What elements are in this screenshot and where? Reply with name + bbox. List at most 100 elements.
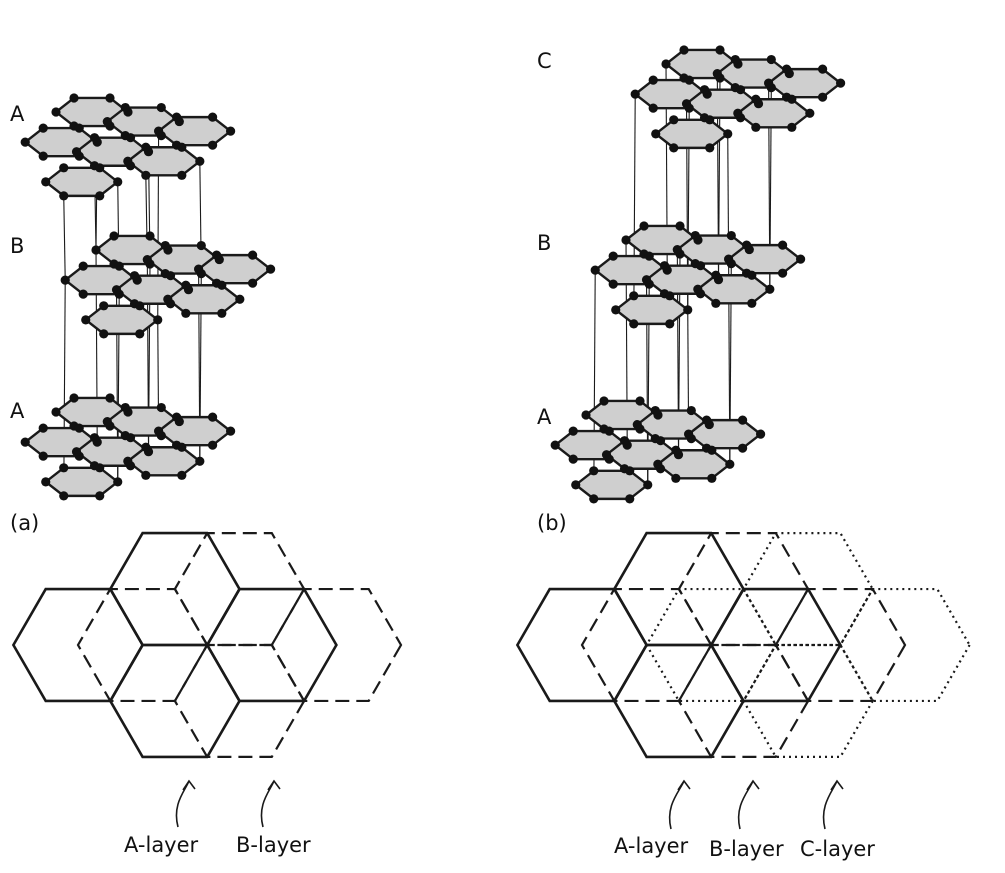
carbon-atom — [619, 436, 630, 446]
stack-b-top-layer-label: C — [537, 49, 552, 73]
carbon-atom — [154, 126, 164, 136]
legend-b-a-layer: A-layer — [614, 834, 689, 858]
carbon-atom — [751, 122, 761, 132]
carbon-atom — [675, 221, 685, 231]
carbon-atom — [672, 244, 682, 255]
carbon-atom — [818, 64, 828, 74]
sheet-2 — [20, 393, 236, 501]
carbon-atom — [177, 442, 187, 452]
carbon-atom — [208, 412, 218, 422]
stack-a-top-layer-label: A — [10, 102, 25, 126]
carbon-atom — [113, 177, 123, 187]
carbon-atom — [177, 170, 187, 180]
carbon-atom — [51, 107, 61, 117]
carbon-atom — [702, 415, 712, 425]
carbon-atom — [686, 405, 696, 416]
carbon-atom — [95, 491, 105, 501]
carbon-atom — [608, 251, 618, 261]
hexagon-ring — [726, 243, 803, 275]
carbon-atom — [659, 261, 670, 271]
carbon-atom — [644, 251, 654, 261]
carbon-atom — [38, 123, 48, 133]
carbon-atom — [639, 221, 649, 231]
carbon-atom — [747, 270, 757, 280]
carbon-atom — [102, 116, 112, 127]
carbon-atom — [217, 308, 227, 318]
arrow-head — [267, 779, 281, 791]
carbon-atom — [690, 230, 700, 241]
carbon-atom — [715, 45, 725, 55]
carbon-atom — [724, 254, 734, 264]
carbon-atom — [129, 271, 140, 281]
carbon-atom — [172, 112, 182, 122]
carbon-atom — [60, 275, 70, 285]
sheet-2 — [550, 396, 766, 504]
carbon-atom — [590, 265, 600, 275]
carbon-atom — [208, 112, 218, 122]
carbon-atom — [235, 294, 245, 304]
carbon-atom — [683, 305, 693, 315]
hexagon-ring — [43, 166, 120, 198]
stack-b-bottom-layer-label: A — [537, 405, 552, 429]
carbon-atom — [782, 64, 792, 74]
carbon-atom — [141, 142, 151, 152]
arrow-head — [182, 779, 196, 791]
carbon-atom — [661, 59, 671, 69]
carbon-atom — [141, 442, 151, 452]
layer-hexagon — [742, 532, 874, 647]
carbon-atom — [742, 240, 752, 250]
a-layer-solid — [11, 531, 338, 759]
hexagon-ring — [766, 67, 843, 99]
layer-hexagon — [270, 587, 403, 703]
carbon-atom — [684, 75, 694, 85]
stack-b-middle-layer-label: B — [537, 231, 551, 255]
carbon-atom — [91, 245, 101, 255]
carbon-atom — [611, 305, 621, 315]
hexagon-ring — [655, 449, 732, 480]
hexagon-ring — [613, 294, 690, 326]
projection-b — [515, 531, 971, 759]
interlayer-line — [593, 270, 596, 499]
carbon-atom — [123, 456, 133, 466]
carbon-atom — [153, 315, 163, 325]
carbon-atom — [650, 405, 660, 416]
carbon-atom — [78, 289, 88, 299]
carbon-atom — [181, 308, 191, 318]
carbon-atom — [69, 393, 79, 403]
arrow-shaft — [737, 780, 754, 830]
carbon-atom — [59, 163, 69, 173]
carbon-atom — [165, 271, 176, 281]
carbon-atom — [711, 298, 721, 308]
carbon-atom — [735, 85, 746, 95]
carbon-atom — [669, 115, 679, 125]
carbon-atom — [778, 240, 788, 250]
carbon-atom — [550, 440, 560, 450]
carbon-atom — [226, 426, 236, 436]
carbon-atom — [707, 445, 717, 455]
arrow-a-layer-a — [175, 779, 196, 828]
interlayer-line — [633, 94, 636, 324]
carbon-atom — [705, 143, 715, 153]
carbon-atom — [142, 254, 152, 265]
carbon-atom — [705, 115, 715, 125]
carbon-atom — [95, 163, 105, 173]
carbon-atom — [641, 275, 652, 285]
carbon-atom — [74, 423, 84, 433]
carbon-atom — [665, 291, 675, 301]
carbon-atom — [671, 445, 681, 455]
carbon-atom — [156, 402, 166, 413]
hexagon-ring — [686, 418, 763, 450]
carbon-atom — [102, 416, 112, 427]
carbon-atom — [625, 466, 635, 476]
carbon-atom — [195, 456, 205, 466]
carbon-atom — [38, 451, 48, 461]
carbon-atom — [653, 459, 663, 469]
sheet-1 — [590, 221, 806, 329]
legend-arrows — [175, 779, 844, 830]
arrow-head — [746, 779, 760, 791]
carbon-atom — [730, 54, 740, 65]
carbon-atom — [177, 470, 187, 480]
carbon-atom — [665, 319, 675, 329]
carbon-atom — [20, 137, 30, 147]
carbon-atom — [105, 93, 115, 103]
